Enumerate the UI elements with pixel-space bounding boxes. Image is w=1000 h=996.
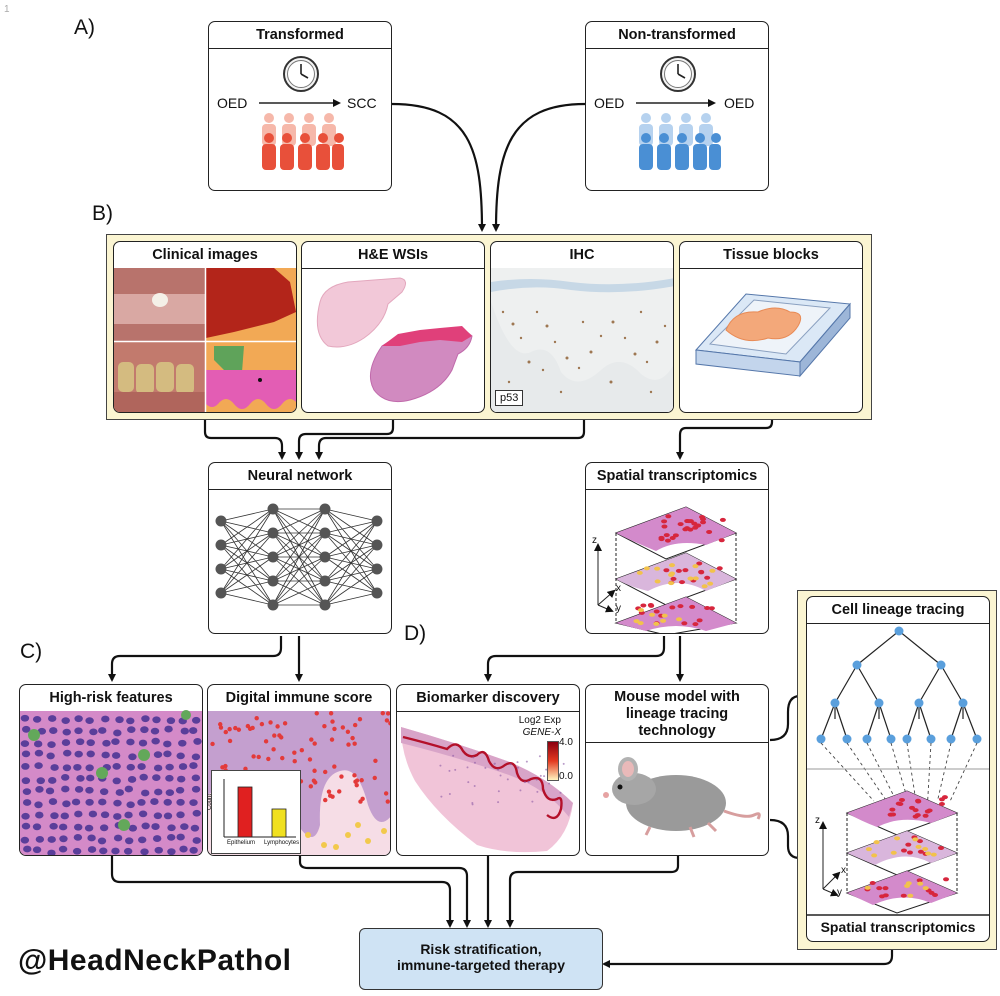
cell-lineage-tracing-box: Cell lineage tracing z x y Spatial trans…: [806, 596, 990, 942]
biomarker-legend-max: 4.0: [559, 737, 573, 748]
spatial-axis-z: z: [592, 535, 597, 546]
panel-c-tag: C): [20, 640, 43, 663]
tissue-block-icon: [694, 293, 852, 378]
immune-chart-ylabel: Count: [207, 793, 214, 811]
arrow-he-to-nn: [295, 414, 395, 460]
bar-lymphocytes: [271, 808, 287, 838]
arrow-tissue-to-spatial: [676, 414, 774, 460]
spatial-axis-x: x: [616, 583, 621, 594]
mouse-icon: [603, 757, 761, 838]
page-number: 1: [4, 4, 10, 15]
spatial-axis-y: y: [616, 603, 621, 614]
transformed-from-label: OED: [217, 95, 248, 111]
biomarker-legend-gene: GENE-X: [522, 727, 561, 738]
arrow-mouse-to-lineage-bottom: [769, 818, 808, 862]
lineage-bottom-title: Spatial transcriptomics: [820, 919, 976, 935]
transformed-to-label: SCC: [347, 95, 377, 111]
final-line1: Risk stratification,: [420, 941, 542, 957]
arrow-clinical-to-nn: [203, 414, 286, 460]
spatial-transcriptomics-title: Spatial transcriptomics: [586, 463, 768, 490]
biomarker-color-scale: [547, 741, 559, 781]
ihc-stain-label: p53: [495, 390, 524, 406]
arrow-nontransformed-to-inputs: [492, 102, 586, 232]
he-wsi-box: H&E WSIs: [301, 241, 485, 413]
patients-blue-icon: [639, 113, 721, 170]
tissue-blocks-title: Tissue blocks: [680, 242, 862, 269]
immune-bar1-label: Epithelium: [227, 840, 256, 846]
spatial-transcriptomics-box: Spatial transcriptomics z x y: [585, 462, 769, 634]
high-risk-histology-image: [20, 710, 202, 855]
mouse-model-title: Mouse model with lineage tracing technol…: [586, 685, 768, 743]
non-transformed-box: Non-transformed OED OED: [585, 21, 769, 191]
final-line2: immune-targeted therapy: [396, 957, 566, 973]
biomarker-tissue-image: [401, 727, 573, 853]
risk-stratification-box: Risk stratification, immune-targeted the…: [359, 928, 603, 990]
non-transformed-to-label: OED: [724, 95, 755, 111]
non-transformed-title: Non-transformed: [586, 22, 768, 49]
arrow-transformed-to-inputs: [391, 102, 486, 232]
digital-immune-score-box: Digital immune score Count Epithelium Ly…: [207, 684, 391, 856]
panel-a-tag: A): [74, 16, 95, 39]
neural-network-box: Neural network: [208, 462, 392, 634]
clinical-images-box: Clinical images: [113, 241, 297, 413]
neural-network-icon: [215, 503, 383, 611]
arrow-nn-to-highrisk: [108, 636, 283, 682]
cell-lineage-tracing-title: Cell lineage tracing: [807, 597, 989, 624]
arrow-immune-to-final: [298, 856, 471, 928]
transformed-title: Transformed: [209, 22, 391, 49]
he-wsi-title: H&E WSIs: [302, 242, 484, 269]
panel-b-tag: B): [92, 202, 113, 225]
patients-red-icon: [262, 113, 344, 170]
non-transformed-from-label: OED: [594, 95, 625, 111]
arrow-mouse-to-lineage-top: [769, 692, 808, 742]
immune-bar2-label: Lymphocytes: [264, 840, 300, 846]
arrow-mouse-to-final: [506, 856, 680, 928]
ihc-image: [491, 268, 673, 412]
bar-epithelium: [237, 786, 253, 838]
he-slide-image: [316, 277, 473, 403]
spatial-layers-icon: [594, 506, 738, 633]
biomarker-discovery-box: Biomarker discovery Log2 Exp GENE-X 4.0 …: [396, 684, 580, 856]
mouse-title-line3: technology: [638, 723, 716, 739]
clinical-photo-grid: [114, 268, 296, 412]
arrow-ihc-to-nn: [315, 414, 586, 460]
biomarker-legend-title: Log2 Exp: [518, 715, 561, 726]
clock-icon: [636, 56, 716, 107]
lineage-axis-y: y: [837, 887, 842, 898]
arrow-spatial-to-biomarker: [484, 636, 666, 682]
mouse-title-line1: Mouse model with: [614, 689, 740, 705]
arrow-lineage-to-final: [602, 947, 894, 968]
biomarker-discovery-title: Biomarker discovery: [397, 685, 579, 712]
arrow-highrisk-to-final: [110, 856, 454, 928]
biomarker-legend-min: 0.0: [559, 771, 573, 782]
tissue-blocks-box: Tissue blocks: [679, 241, 863, 413]
mouse-model-box: Mouse model with lineage tracing technol…: [585, 684, 769, 856]
clock-icon: [259, 56, 341, 107]
mouse-title-line2: lineage tracing: [625, 706, 729, 722]
watermark-handle: @HeadNeckPathol: [18, 944, 292, 977]
high-risk-features-box: High-risk features: [19, 684, 203, 856]
transformed-box: Transformed OED SCC: [208, 21, 392, 191]
panel-d-tag: D): [404, 622, 427, 645]
lineage-tree-icon: [807, 626, 989, 916]
neural-network-title: Neural network: [209, 463, 391, 490]
immune-bar-chart: Count Epithelium Lymphocytes: [208, 770, 301, 854]
lineage-axis-z: z: [815, 815, 820, 826]
ihc-box: IHC p53: [490, 241, 674, 413]
lineage-axis-x: x: [841, 865, 846, 876]
